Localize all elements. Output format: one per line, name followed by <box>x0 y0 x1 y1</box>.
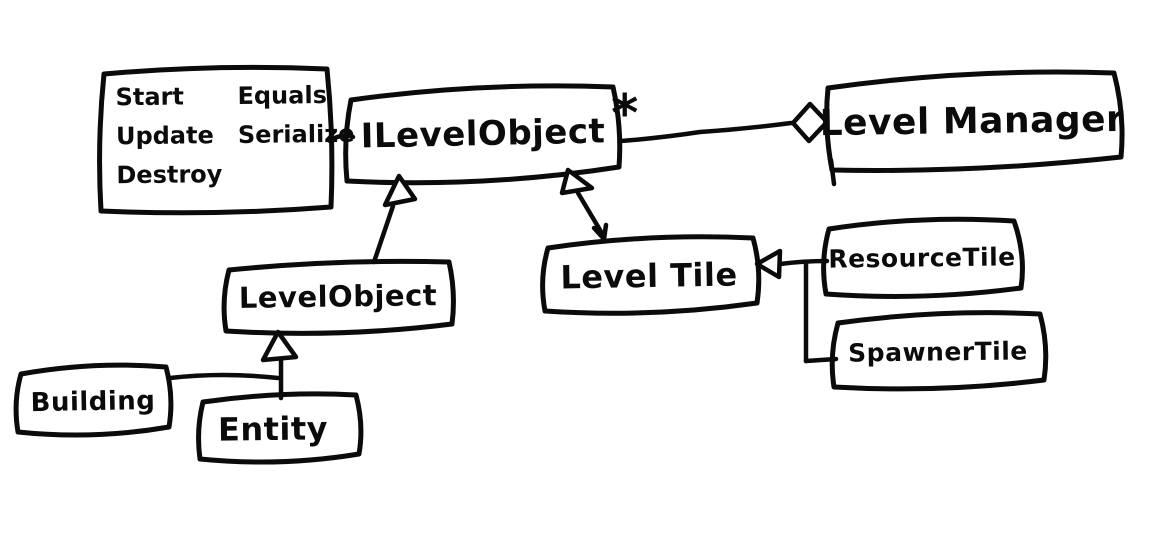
methods-note-col2: Equals Serialize <box>237 81 355 188</box>
node-label-ilevelobject: ILevelObject <box>360 111 606 157</box>
realization-line-leveltile-hook <box>591 222 609 242</box>
node-label-leveltile: Level Tile <box>560 255 738 297</box>
spawnertile-box <box>829 310 1049 392</box>
methods-note-col1: Start Update Destroy <box>115 82 223 190</box>
entity-box <box>196 391 364 465</box>
inheritance-triangle-levelobject <box>260 329 299 363</box>
tile-bus-bottom <box>803 356 839 364</box>
ilevelobject-box <box>343 83 623 186</box>
node-label-building: Building <box>30 385 156 419</box>
node-label-levelobject: LevelObject <box>238 278 438 315</box>
method-name: Serialize <box>237 119 355 149</box>
building-box <box>13 362 174 438</box>
method-name: Destroy <box>116 160 223 190</box>
method-name: Update <box>115 121 214 151</box>
node-label-spawnertile: SpawnerTile <box>848 336 1028 368</box>
levelobject-box <box>221 258 456 336</box>
resourcetile-box <box>821 216 1025 299</box>
node-label-resourcetile: ResourceTile <box>828 242 1016 274</box>
multiplicity-label: * <box>611 84 639 144</box>
building-bus-horizontal <box>167 372 281 381</box>
note-link-line <box>327 133 356 144</box>
realization-triangle-levelobject <box>382 173 418 208</box>
node-label-entity: Entity <box>217 409 329 449</box>
realization-line-leveltile <box>575 190 606 238</box>
leveltile-box <box>540 234 762 316</box>
methods-note-box <box>97 64 335 216</box>
methods-note: Start Update Destroy Equals Serialize <box>115 81 355 189</box>
aggregation-diamond-icon <box>790 101 830 144</box>
node-label-levelmanager: Level Manager <box>819 98 1125 145</box>
realization-triangle-leveltile <box>559 167 595 196</box>
realization-line-levelobject <box>371 203 396 265</box>
inheritance-triangle-leveltile <box>754 248 783 280</box>
aggregation-line <box>618 120 794 144</box>
levelmanager-corner-tail <box>828 157 837 187</box>
method-name: Equals <box>237 81 328 110</box>
method-name: Start <box>115 82 185 112</box>
tile-bus-horizontal <box>777 258 830 267</box>
